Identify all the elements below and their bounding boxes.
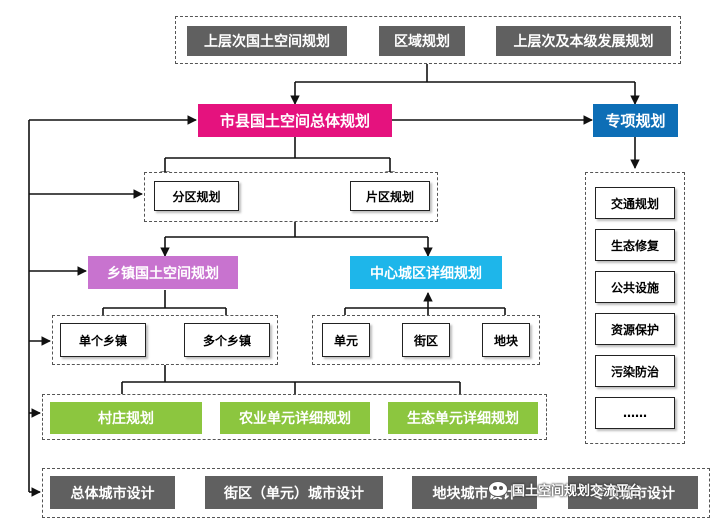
- special-plan-box: 专项规划: [593, 104, 678, 137]
- special-item: 资源保护: [595, 313, 675, 345]
- special-item: 生态修复: [595, 229, 675, 261]
- watermark-text: 国土空间规划交流平台: [512, 483, 643, 499]
- multi-township-box: 多个乡镇: [184, 323, 270, 357]
- plot-box: 地块: [482, 323, 530, 357]
- overall-urban-design-box: 总体城市设计: [50, 476, 175, 509]
- master-plan-box: 市县国土空间总体规划: [198, 104, 392, 137]
- street-unit-urban-design-box: 街区（单元）城市设计: [205, 476, 383, 509]
- single-township-box: 单个乡镇: [60, 323, 146, 357]
- ecological-unit-detail-plan-box: 生态单元详细规划: [388, 402, 538, 434]
- special-item: 公共设施: [595, 271, 675, 303]
- central-district-detail-plan-box: 中心城区详细规划: [350, 256, 502, 289]
- special-item: 污染防治: [595, 355, 675, 387]
- village-plan-box: 村庄规划: [50, 402, 202, 434]
- watermark: 国土空间规划交流平台: [488, 478, 642, 500]
- special-item: ……: [595, 397, 675, 429]
- special-urban-design-box: 专项城市设计: [568, 476, 698, 509]
- regional-plan-box: 区域规划: [379, 26, 465, 56]
- zoning-plan-box: 分区规划: [154, 181, 239, 211]
- special-item: 交通规划: [595, 187, 675, 219]
- area-plan-box: 片区规划: [350, 181, 430, 211]
- agricultural-unit-detail-plan-box: 农业单元详细规划: [220, 402, 370, 434]
- township-land-space-plan-box: 乡镇国土空间规划: [88, 256, 238, 289]
- wechat-icon: [488, 481, 508, 497]
- unit-box: 单元: [322, 323, 370, 357]
- upper-land-space-plan-box: 上层次国土空间规划: [187, 26, 347, 56]
- street-block-box: 街区: [402, 323, 450, 357]
- upper-development-plan-box: 上层次及本级发展规划: [496, 26, 671, 56]
